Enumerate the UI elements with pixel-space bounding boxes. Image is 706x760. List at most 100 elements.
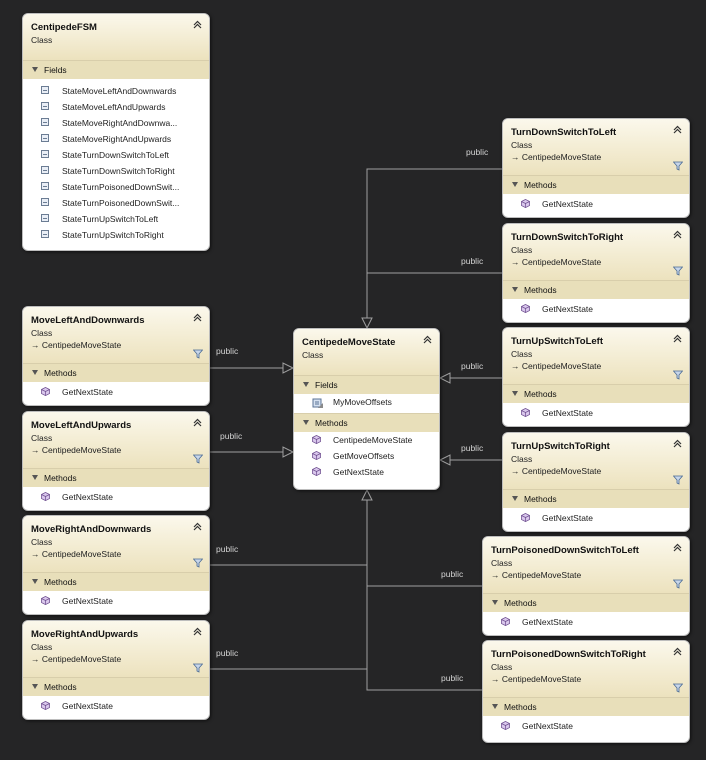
class-header[interactable]: TurnPoisonedDownSwitchToLeft Class → Cen… xyxy=(483,537,689,593)
collapse-icon[interactable] xyxy=(192,312,203,323)
expand-triangle-icon xyxy=(32,67,38,72)
method-item[interactable]: GetNextState xyxy=(23,487,209,509)
class-move-left-and-downwards[interactable]: MoveLeftAndDownwards Class → CentipedeMo… xyxy=(22,306,210,406)
class-turn-poisoned-down-switch-to-right[interactable]: TurnPoisonedDownSwitchToRight Class → Ce… xyxy=(482,640,690,743)
class-header[interactable]: TurnDownSwitchToRight Class → CentipedeM… xyxy=(503,224,689,280)
method-item[interactable]: GetNextState xyxy=(483,612,689,634)
method-item[interactable]: CentipedeMoveState xyxy=(294,432,439,448)
method-item[interactable]: GetNextState xyxy=(483,716,689,738)
class-kind: Class xyxy=(511,140,533,150)
fields-section-header[interactable]: Fields xyxy=(294,375,439,394)
field-item[interactable]: StateTurnPoisonedDownSwit... xyxy=(23,195,209,211)
class-move-left-and-upwards[interactable]: MoveLeftAndUpwards Class → CentipedeMove… xyxy=(22,411,210,511)
method-item[interactable]: GetNextState xyxy=(503,403,689,425)
field-item[interactable]: StateTurnDownSwitchToLeft xyxy=(23,147,209,163)
class-turn-up-switch-to-left[interactable]: TurnUpSwitchToLeft Class → CentipedeMove… xyxy=(502,327,690,427)
class-move-right-and-upwards[interactable]: MoveRightAndUpwards Class → CentipedeMov… xyxy=(22,620,210,720)
filter-icon[interactable] xyxy=(193,558,203,568)
methods-section-header[interactable]: Methods xyxy=(503,384,689,403)
field-item[interactable]: StateTurnUpSwitchToLeft xyxy=(23,211,209,227)
method-item[interactable]: GetNextState xyxy=(23,591,209,613)
field-icon xyxy=(41,118,49,126)
class-turn-down-switch-to-left[interactable]: TurnDownSwitchToLeft Class → CentipedeMo… xyxy=(502,118,690,218)
connector-label: public xyxy=(466,147,489,157)
class-header[interactable]: MoveLeftAndDownwards Class → CentipedeMo… xyxy=(23,307,209,363)
collapse-icon[interactable] xyxy=(422,334,433,345)
method-cube-icon xyxy=(521,199,530,208)
field-item[interactable]: StateMoveLeftAndDownwards xyxy=(23,83,209,99)
method-item[interactable]: GetNextState xyxy=(23,696,209,718)
collapse-icon[interactable] xyxy=(672,438,683,449)
filter-icon[interactable] xyxy=(673,683,683,693)
class-header[interactable]: MoveLeftAndUpwards Class → CentipedeMove… xyxy=(23,412,209,468)
class-move-right-and-downwards[interactable]: MoveRightAndDownwards Class → CentipedeM… xyxy=(22,515,210,615)
field-item[interactable]: StateTurnUpSwitchToRight xyxy=(23,227,209,243)
class-centipede-move-state[interactable]: CentipedeMoveState Class Fields MyMoveOf… xyxy=(293,328,440,490)
field-item[interactable]: MyMoveOffsets xyxy=(294,394,439,413)
class-header[interactable]: TurnUpSwitchToRight Class → CentipedeMov… xyxy=(503,433,689,489)
field-icon xyxy=(41,198,49,206)
method-item[interactable]: GetNextState xyxy=(23,382,209,404)
methods-section-header[interactable]: Methods xyxy=(23,572,209,591)
field-item[interactable]: StateTurnDownSwitchToRight xyxy=(23,163,209,179)
collapse-icon[interactable] xyxy=(192,521,203,532)
base-class: → CentipedeMoveState xyxy=(31,549,122,559)
class-turn-up-switch-to-right[interactable]: TurnUpSwitchToRight Class → CentipedeMov… xyxy=(502,432,690,532)
base-class: → CentipedeMoveState xyxy=(31,445,122,455)
collapse-icon[interactable] xyxy=(672,333,683,344)
collapse-icon[interactable] xyxy=(192,19,203,30)
class-header[interactable]: TurnDownSwitchToLeft Class → CentipedeMo… xyxy=(503,119,689,175)
expand-triangle-icon xyxy=(32,684,38,689)
field-item[interactable]: StateTurnPoisonedDownSwit... xyxy=(23,179,209,195)
filter-icon[interactable] xyxy=(673,266,683,276)
filter-icon[interactable] xyxy=(673,161,683,171)
class-kind: Class xyxy=(31,433,53,443)
class-header[interactable]: TurnPoisonedDownSwitchToRight Class → Ce… xyxy=(483,641,689,697)
filter-icon[interactable] xyxy=(673,579,683,589)
class-turn-down-switch-to-right[interactable]: TurnDownSwitchToRight Class → CentipedeM… xyxy=(502,223,690,323)
collapse-icon[interactable] xyxy=(672,229,683,240)
method-item[interactable]: GetNextState xyxy=(503,508,689,530)
methods-section-header[interactable]: Methods xyxy=(503,175,689,194)
field-item[interactable]: StateMoveRightAndUpwards xyxy=(23,131,209,147)
filter-icon[interactable] xyxy=(673,370,683,380)
class-header[interactable]: MoveRightAndUpwards Class → CentipedeMov… xyxy=(23,621,209,677)
class-header[interactable]: CentipedeMoveState Class xyxy=(294,329,439,375)
filter-icon[interactable] xyxy=(193,454,203,464)
methods-section-header[interactable]: Methods xyxy=(503,280,689,299)
method-item[interactable]: GetMoveOffsets xyxy=(294,448,439,464)
collapse-icon[interactable] xyxy=(192,626,203,637)
method-item[interactable]: GetNextState xyxy=(503,194,689,216)
methods-section-header[interactable]: Methods xyxy=(503,489,689,508)
filter-icon[interactable] xyxy=(193,663,203,673)
methods-section-header[interactable]: Methods xyxy=(23,677,209,696)
field-item[interactable]: StateMoveLeftAndUpwards xyxy=(23,99,209,115)
method-cube-icon xyxy=(41,387,50,396)
methods-section-header[interactable]: Methods xyxy=(23,468,209,487)
methods-section-header[interactable]: Methods xyxy=(23,363,209,382)
methods-section-header[interactable]: Methods xyxy=(294,413,439,432)
collapse-icon[interactable] xyxy=(672,124,683,135)
class-turn-poisoned-down-switch-to-left[interactable]: TurnPoisonedDownSwitchToLeft Class → Cen… xyxy=(482,536,690,636)
methods-section-header[interactable]: Methods xyxy=(483,593,689,612)
class-header[interactable]: CentipedeFSM Class xyxy=(23,14,209,60)
class-header[interactable]: TurnUpSwitchToLeft Class → CentipedeMove… xyxy=(503,328,689,384)
filter-icon[interactable] xyxy=(673,475,683,485)
fields-section-header[interactable]: Fields xyxy=(23,60,209,79)
base-class: → CentipedeMoveState xyxy=(31,654,122,664)
field-icon xyxy=(41,134,49,142)
filter-icon[interactable] xyxy=(193,349,203,359)
method-item[interactable]: GetNextState xyxy=(294,464,439,480)
collapse-icon[interactable] xyxy=(192,417,203,428)
class-centipede-fsm[interactable]: CentipedeFSM Class Fields StateMoveLeftA… xyxy=(22,13,210,251)
class-header[interactable]: MoveRightAndDownwards Class → CentipedeM… xyxy=(23,516,209,572)
collapse-icon[interactable] xyxy=(672,542,683,553)
method-cube-icon xyxy=(521,408,530,417)
methods-section-header[interactable]: Methods xyxy=(483,697,689,716)
method-item[interactable]: GetNextState xyxy=(503,299,689,321)
field-item[interactable]: StateMoveRightAndDownwa... xyxy=(23,115,209,131)
collapse-icon[interactable] xyxy=(672,646,683,657)
field-icon xyxy=(41,182,49,190)
base-class: → CentipedeMoveState xyxy=(511,152,602,162)
